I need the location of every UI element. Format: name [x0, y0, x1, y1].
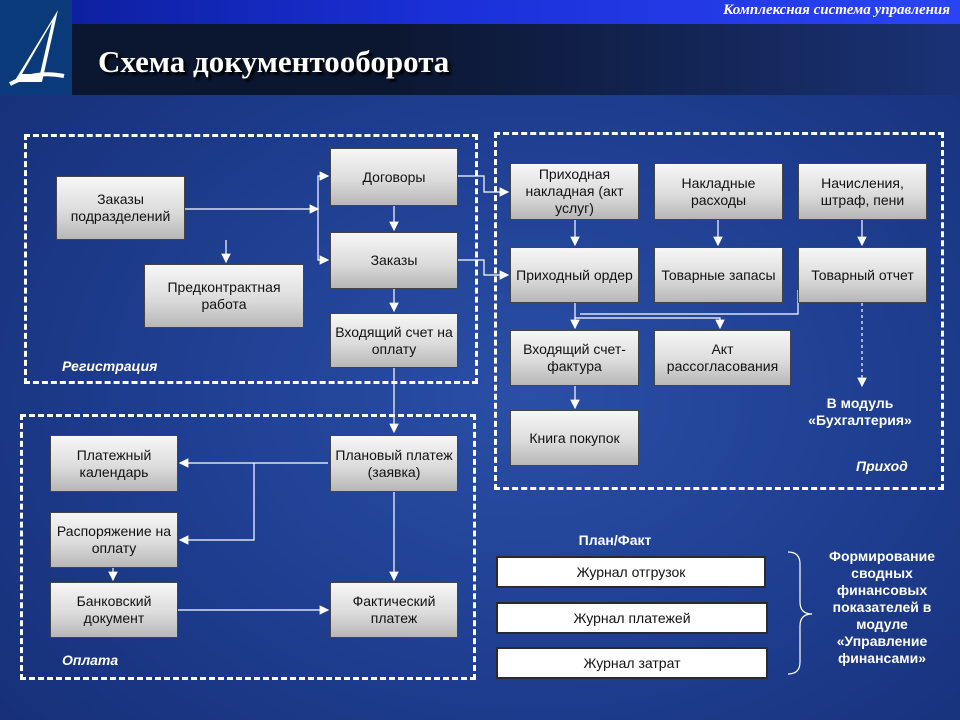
precontract-box: Предконтрактная работа [144, 264, 304, 328]
registration-region [24, 134, 478, 384]
purchase-book-box: Книга покупок [510, 410, 639, 466]
income-region [494, 132, 944, 490]
payment-calendar-box: Платежный календарь [50, 435, 178, 492]
payment-region [20, 414, 476, 680]
page-title: Схема документооборота [98, 44, 450, 79]
summary-note: Формирование сводных финансовых показате… [829, 548, 935, 666]
company-logo [0, 0, 72, 95]
reconciliation-act-box: Акт рассогласования [654, 330, 791, 386]
dept-orders-box: Заказы подразделений [56, 176, 185, 240]
contracts-box: Договоры [330, 148, 458, 206]
bank-document-box: Банковский документ [50, 582, 178, 638]
receipt-note-box: Приходная накладная (акт услуг) [510, 163, 639, 220]
header-strip [72, 0, 960, 24]
orders-box: Заказы [330, 232, 458, 289]
payment-label: Оплата [62, 652, 119, 668]
payment-order-box: Распоряжение на оплату [50, 512, 178, 568]
incoming-invoice-box: Входящий счет на оплату [330, 313, 458, 368]
goods-report-box: Товарный отчет [798, 247, 927, 303]
overhead-box: Накладные расходы [654, 163, 783, 220]
sail-logo-icon [9, 10, 65, 86]
receipt-order-box: Приходный ордер [510, 247, 639, 303]
journal-payments-box: Журнал платежей [496, 602, 768, 634]
incoming-vat-invoice-box: Входящий счет-фактура [510, 330, 639, 386]
journal-shipments-box: Журнал отгрузок [496, 556, 766, 588]
plan-fact-label: План/Факт [578, 532, 652, 548]
journal-costs-box: Журнал затрат [496, 647, 768, 679]
stock-box: Товарные запасы [654, 247, 783, 303]
company-name: Комплексная система управления [723, 2, 950, 18]
income-label: Приход [856, 458, 908, 474]
planned-payment-box: Плановый платеж (заявка) [330, 435, 458, 492]
accounting-module-note: В модуль «Бухгалтерия» [808, 395, 912, 428]
registration-label: Регистрация [62, 358, 158, 374]
charges-box: Начисления, штраф, пени [798, 163, 927, 220]
actual-payment-box: Фактический платеж [330, 582, 458, 638]
